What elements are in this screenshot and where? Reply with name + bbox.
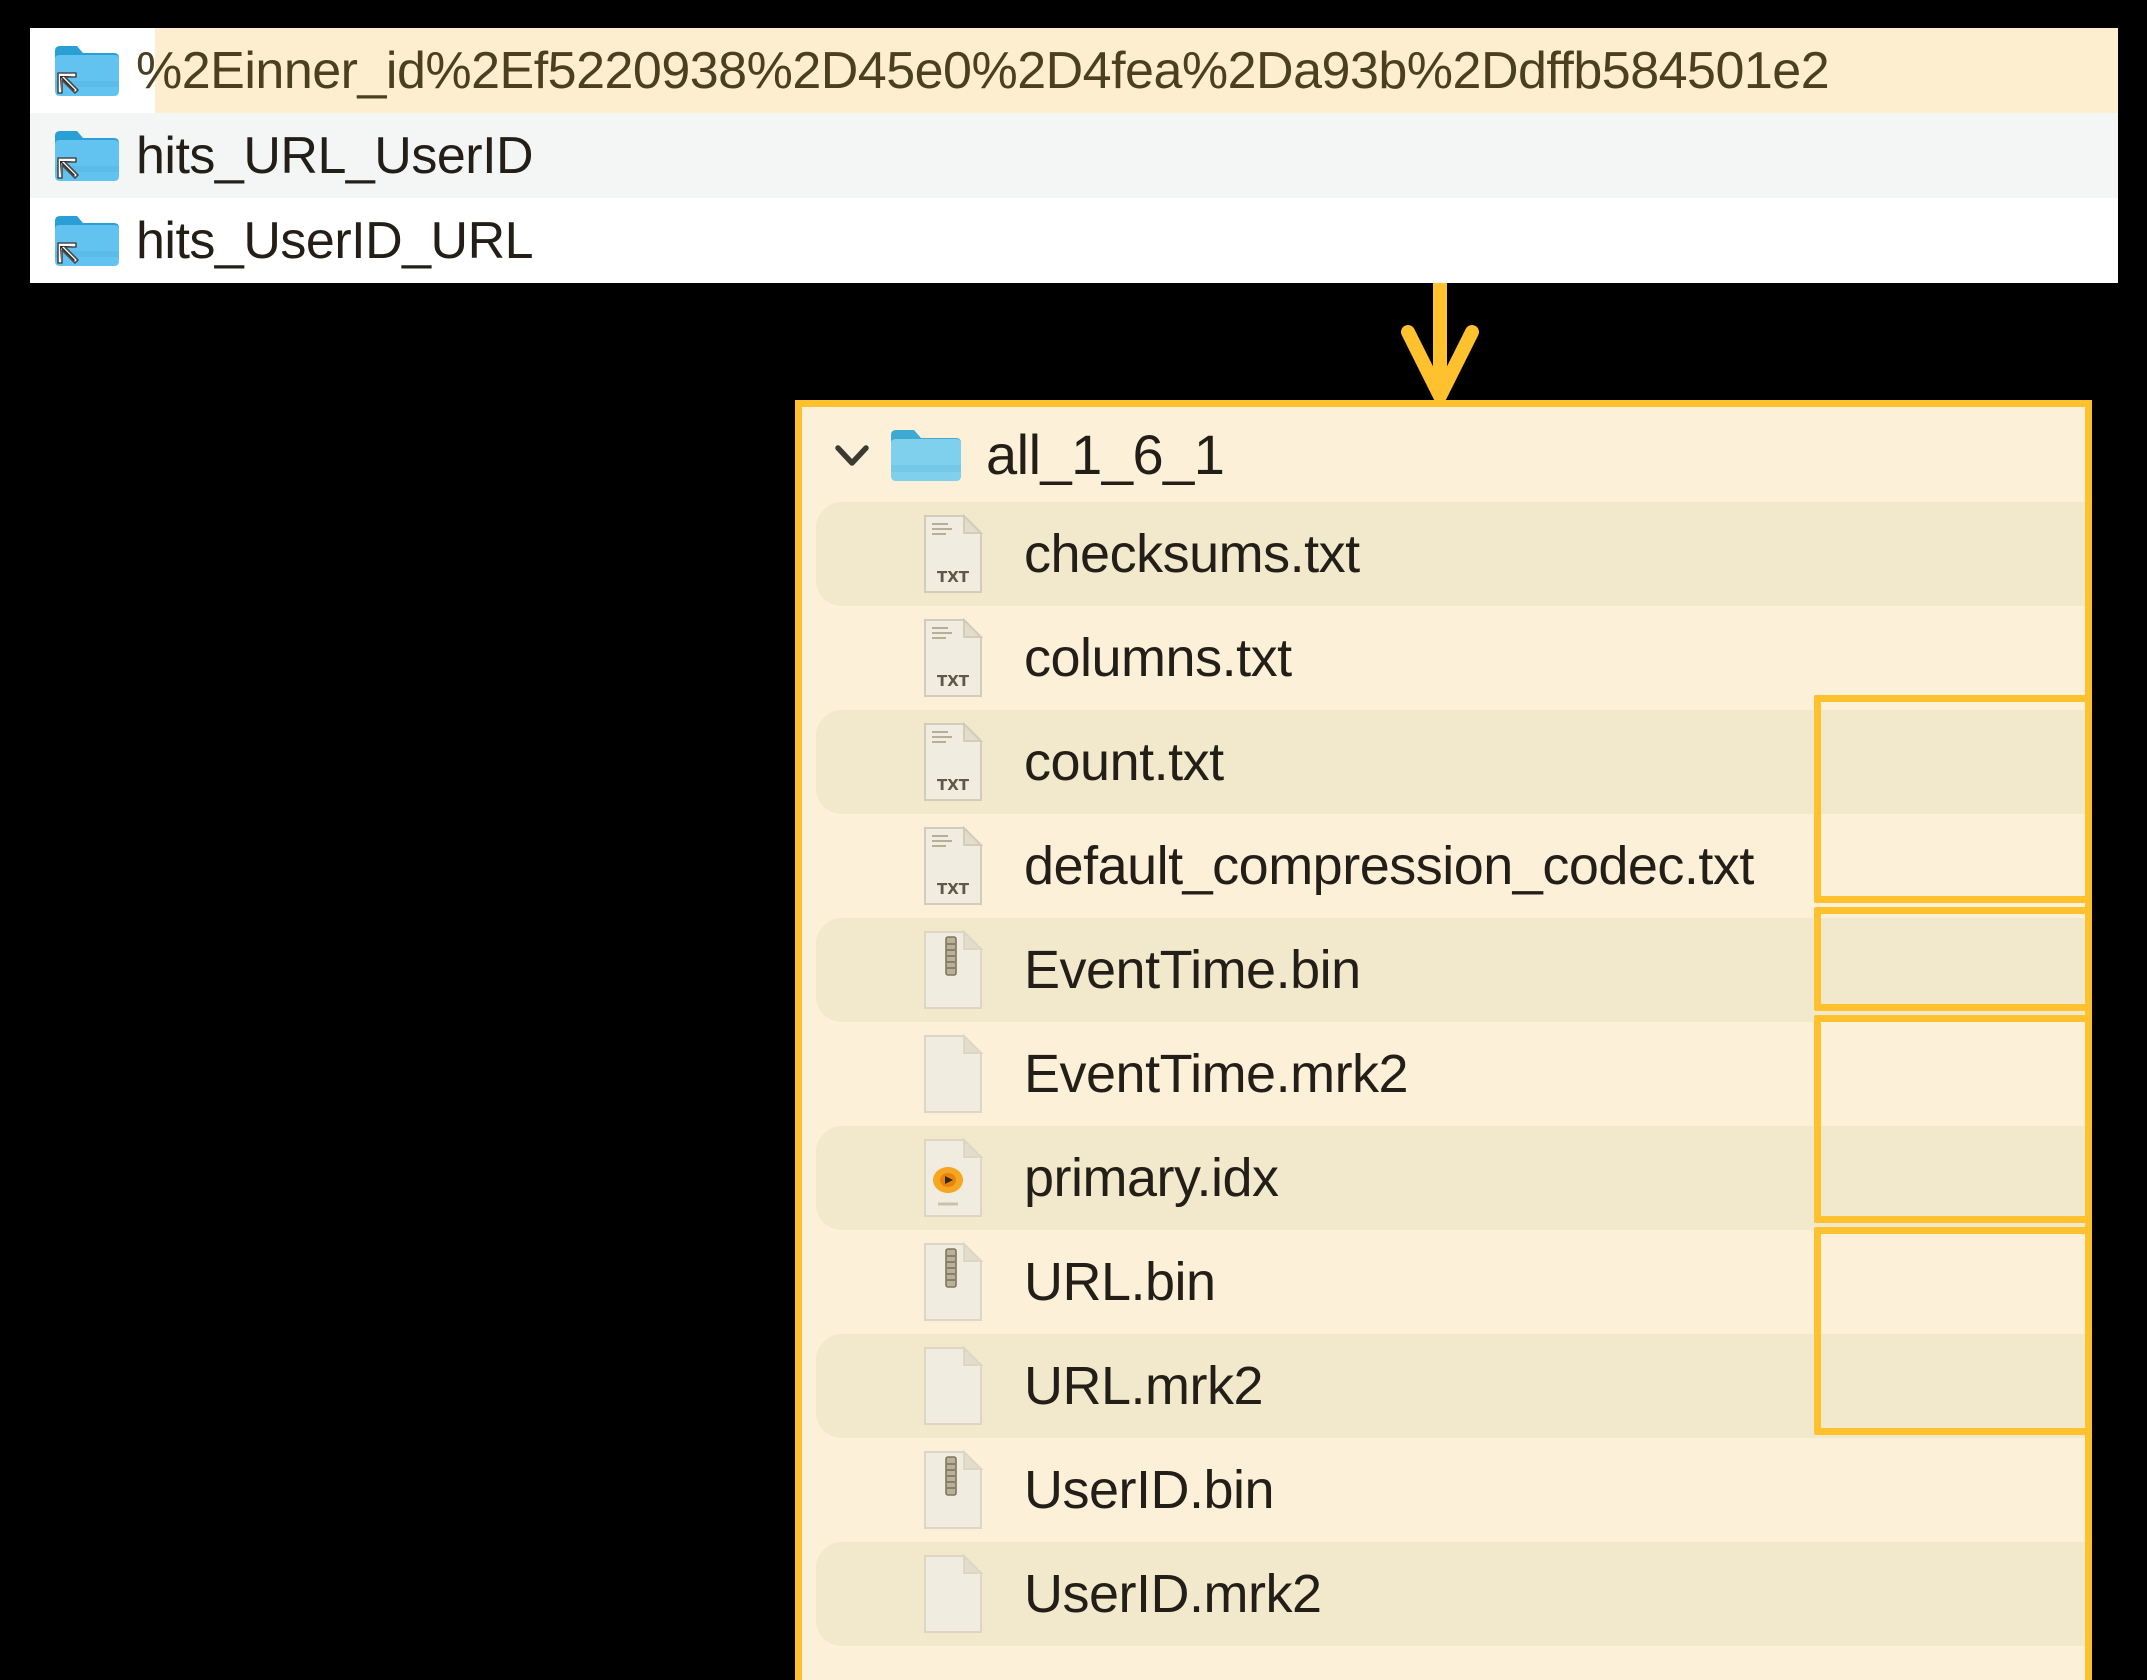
row-stripe — [816, 1126, 2085, 1230]
list-item[interactable]: %2Einner_id%2Ef5220938%2D45e0%2D4fea%2Da… — [30, 28, 2118, 113]
file-name-label: EventTime.bin — [1024, 940, 1361, 1000]
file-name-label: EventTime.mrk2 — [1024, 1044, 1409, 1104]
folder-symlink-icon — [52, 41, 122, 101]
folder-symlink-icon — [52, 211, 122, 271]
svg-text:TXT: TXT — [937, 776, 970, 794]
file-row[interactable]: EventTime.mrk2 — [802, 1022, 2085, 1126]
file-row[interactable]: TXT columns.txt — [802, 606, 2085, 710]
txt-file-icon: TXT — [920, 824, 986, 908]
file-name-label: count.txt — [1024, 732, 1224, 792]
file-row[interactable]: UserID.mrk2 — [802, 1542, 2085, 1646]
file-row[interactable]: URL.mrk2 — [802, 1334, 2085, 1438]
file-row[interactable]: URL.bin — [802, 1230, 2085, 1334]
row-stripe — [816, 710, 2085, 814]
row-stripe — [816, 1438, 2085, 1542]
bin-file-icon — [920, 1240, 986, 1324]
folder-open-icon — [891, 429, 961, 481]
row-stripe — [816, 1022, 2085, 1126]
list-item-label: hits_UserID_URL — [136, 211, 534, 270]
file-name-label: UserID.mrk2 — [1024, 1564, 1322, 1624]
folder-symlink-icon — [52, 126, 122, 186]
row-stripe — [816, 502, 2085, 606]
file-row[interactable]: TXT default_compression_codec.txt — [802, 814, 2085, 918]
file-name-label: default_compression_codec.txt — [1024, 836, 1754, 896]
txt-file-icon: TXT — [920, 720, 986, 804]
row-stripe — [816, 1230, 2085, 1334]
file-name-label: primary.idx — [1024, 1148, 1279, 1208]
file-name-label: URL.mrk2 — [1024, 1356, 1264, 1416]
txt-file-icon: TXT — [920, 512, 986, 596]
list-item-label: hits_URL_UserID — [136, 126, 534, 185]
file-row[interactable]: UserID.bin — [802, 1438, 2085, 1542]
list-item-label: %2Einner_id%2Ef5220938%2D45e0%2D4fea%2Da… — [136, 41, 1830, 100]
file-name-label: URL.bin — [1024, 1252, 1216, 1312]
chevron-down-icon[interactable] — [824, 427, 880, 483]
svg-text:TXT: TXT — [937, 880, 970, 898]
svg-text:TXT: TXT — [937, 672, 970, 690]
row-highlight-band — [155, 28, 2118, 113]
list-item[interactable]: hits_URL_UserID — [30, 113, 2118, 198]
bin-file-icon — [920, 928, 986, 1012]
file-name-label: UserID.bin — [1024, 1460, 1275, 1520]
file-row[interactable]: primary.idx — [802, 1126, 2085, 1230]
txt-file-icon: TXT — [920, 616, 986, 700]
bin-file-icon — [920, 1448, 986, 1532]
file-row[interactable]: EventTime.bin — [802, 918, 2085, 1022]
file-name-label: checksums.txt — [1024, 524, 1360, 584]
file-row[interactable]: TXT count.txt — [802, 710, 2085, 814]
row-stripe — [816, 1542, 2085, 1646]
blank-file-icon — [920, 1552, 986, 1636]
file-name-label: columns.txt — [1024, 628, 1292, 688]
file-row[interactable]: TXT checksums.txt — [802, 502, 2085, 606]
row-stripe — [816, 606, 2085, 710]
folder-row-all-1-6-1[interactable]: all_1_6_1 — [802, 407, 2085, 502]
blank-file-icon — [920, 1032, 986, 1116]
list-item[interactable]: hits_UserID_URL — [30, 198, 2118, 283]
folder-name-label: all_1_6_1 — [986, 423, 1225, 486]
svg-text:TXT: TXT — [937, 568, 970, 586]
symlink-folder-list: %2Einner_id%2Ef5220938%2D45e0%2D4fea%2Da… — [30, 28, 2118, 283]
row-stripe — [816, 918, 2085, 1022]
row-stripe — [816, 1334, 2085, 1438]
blank-file-icon — [920, 1344, 986, 1428]
part-directory-panel: all_1_6_1 TXT checksums.txt TXT columns.… — [795, 400, 2092, 1680]
idx-file-icon — [920, 1136, 986, 1220]
